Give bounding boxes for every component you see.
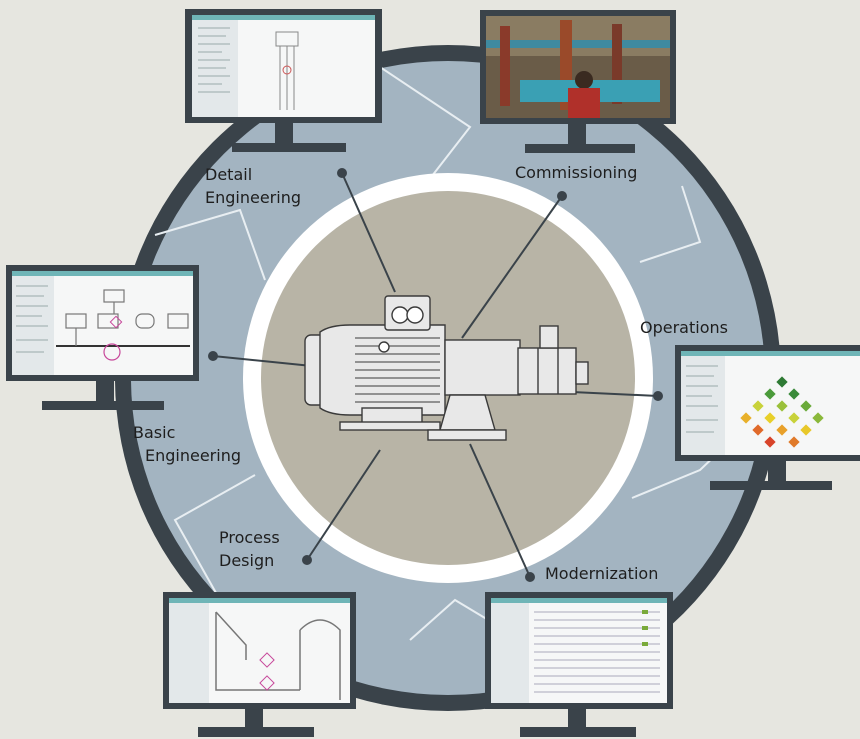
electric-motor-icon: [304, 295, 589, 441]
label-basic-engineering-line2: Engineering: [145, 446, 241, 465]
monitor-process-design: [163, 592, 356, 737]
label-detail-engineering-line2: Engineering: [205, 188, 301, 207]
label-detail-engineering-line1: Detail: [205, 165, 252, 184]
label-detail-engineering: Detail Engineering: [205, 165, 301, 207]
label-modernization: Modernization: [545, 564, 658, 583]
monitor-detail-engineering: [185, 9, 382, 152]
leader-lines: [208, 168, 663, 582]
label-basic-engineering: Basic Engineering: [133, 423, 241, 465]
monitor-modernization: [485, 592, 673, 737]
label-basic-engineering-line1: Basic: [133, 423, 175, 442]
label-commissioning: Commissioning: [515, 163, 637, 182]
monitor-basic-engineering: [6, 265, 199, 410]
label-operations: Operations: [640, 318, 728, 337]
monitor-operations: [675, 345, 860, 490]
monitor-commissioning: [480, 10, 676, 153]
label-process-design-line2: Design: [219, 551, 274, 570]
label-process-design: Process Design: [219, 528, 285, 570]
heatmap-icon: [740, 376, 824, 448]
label-process-design-line1: Process: [219, 528, 280, 547]
